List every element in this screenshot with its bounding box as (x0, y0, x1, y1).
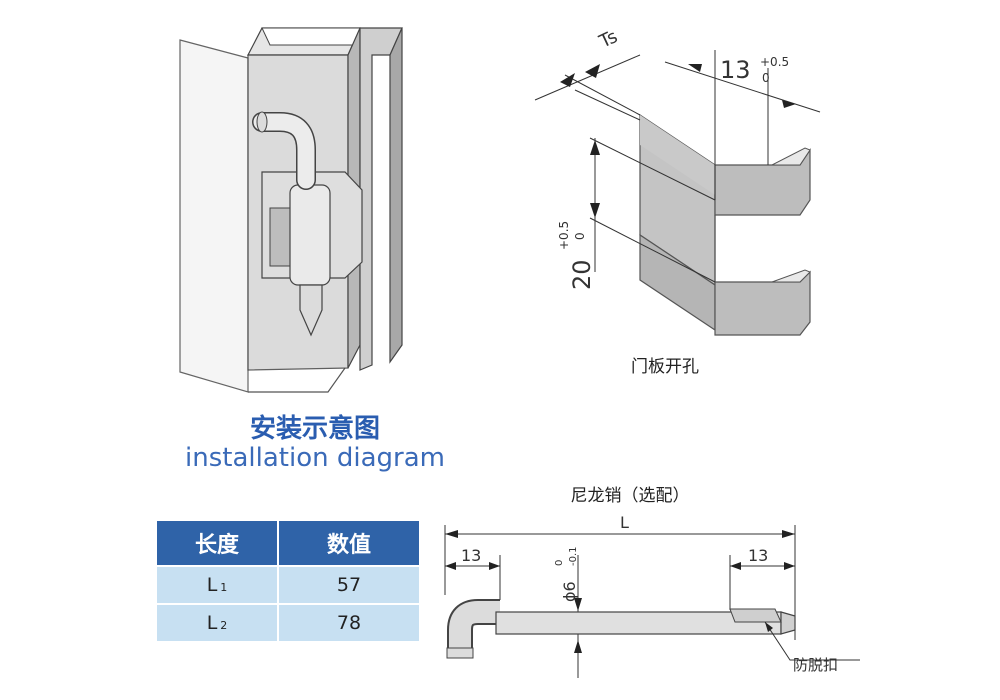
anti-drop-label: 防脱扣 (793, 656, 838, 674)
dim-diameter-tol-lower: -0.1 (568, 546, 579, 566)
dim-diameter: ϕ6 (560, 581, 579, 602)
dim-width: 13 (720, 56, 751, 84)
pin-caption: 尼龙销（选配） (570, 486, 690, 506)
installation-title-cn: 安装示意图 (249, 414, 380, 444)
dim-height: 20 (568, 259, 596, 290)
table-header-length: 长度 (157, 521, 279, 566)
dim-width-tol-upper: +0.5 (760, 55, 789, 69)
dim-right: 13 (748, 546, 768, 565)
dim-diameter-tol-upper: 0 (554, 560, 565, 566)
table-cell-value: 78 (278, 603, 421, 641)
cutout-caption: 门板开孔 (631, 357, 699, 377)
dim-length: L (620, 513, 629, 532)
table-header-row: 长度 数值 (157, 521, 421, 566)
installation-title-en: installation diagram (185, 443, 445, 473)
dim-width-tol-lower: 0 (762, 71, 770, 85)
dim-height-tol-upper: +0.5 (557, 221, 571, 250)
dim-left: 13 (461, 546, 481, 565)
table-header-value: 数值 (278, 521, 421, 566)
dim-height-tol-lower: 0 (573, 232, 587, 240)
table-cell-value: 57 (278, 565, 421, 604)
